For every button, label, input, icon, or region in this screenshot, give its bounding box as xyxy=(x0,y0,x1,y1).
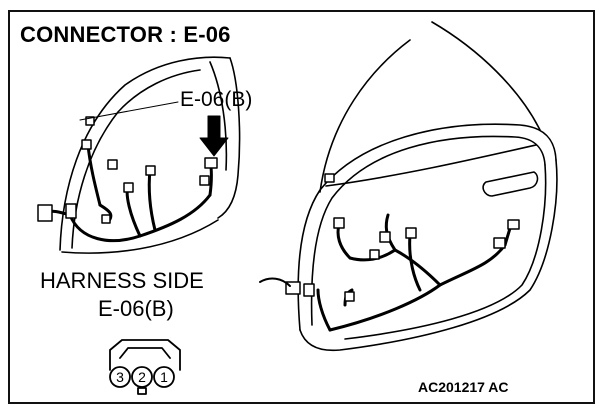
harness-side-label: HARNESS SIDE xyxy=(40,268,204,293)
connector-face xyxy=(109,339,181,395)
left-harness xyxy=(44,143,213,243)
pin-2-label: 2 xyxy=(138,369,146,385)
pin-3-label: 3 xyxy=(116,369,124,385)
callout-leader xyxy=(79,101,179,121)
right-lead-wire xyxy=(259,277,291,287)
left-door-outline xyxy=(59,56,241,254)
right-door-outline xyxy=(297,21,558,352)
pin-1-label: 1 xyxy=(160,369,168,385)
diagram-frame xyxy=(8,10,595,404)
callout-arrow xyxy=(199,115,229,157)
figure-code: AC201217 AC xyxy=(418,379,509,395)
connector-callout-label: E-06(B) xyxy=(180,88,253,111)
right-connectors xyxy=(285,173,520,302)
left-connectors xyxy=(37,116,218,224)
diagram-title: CONNECTOR : E-06 xyxy=(20,22,231,47)
harness-connector-label: E-06(B) xyxy=(98,296,174,321)
